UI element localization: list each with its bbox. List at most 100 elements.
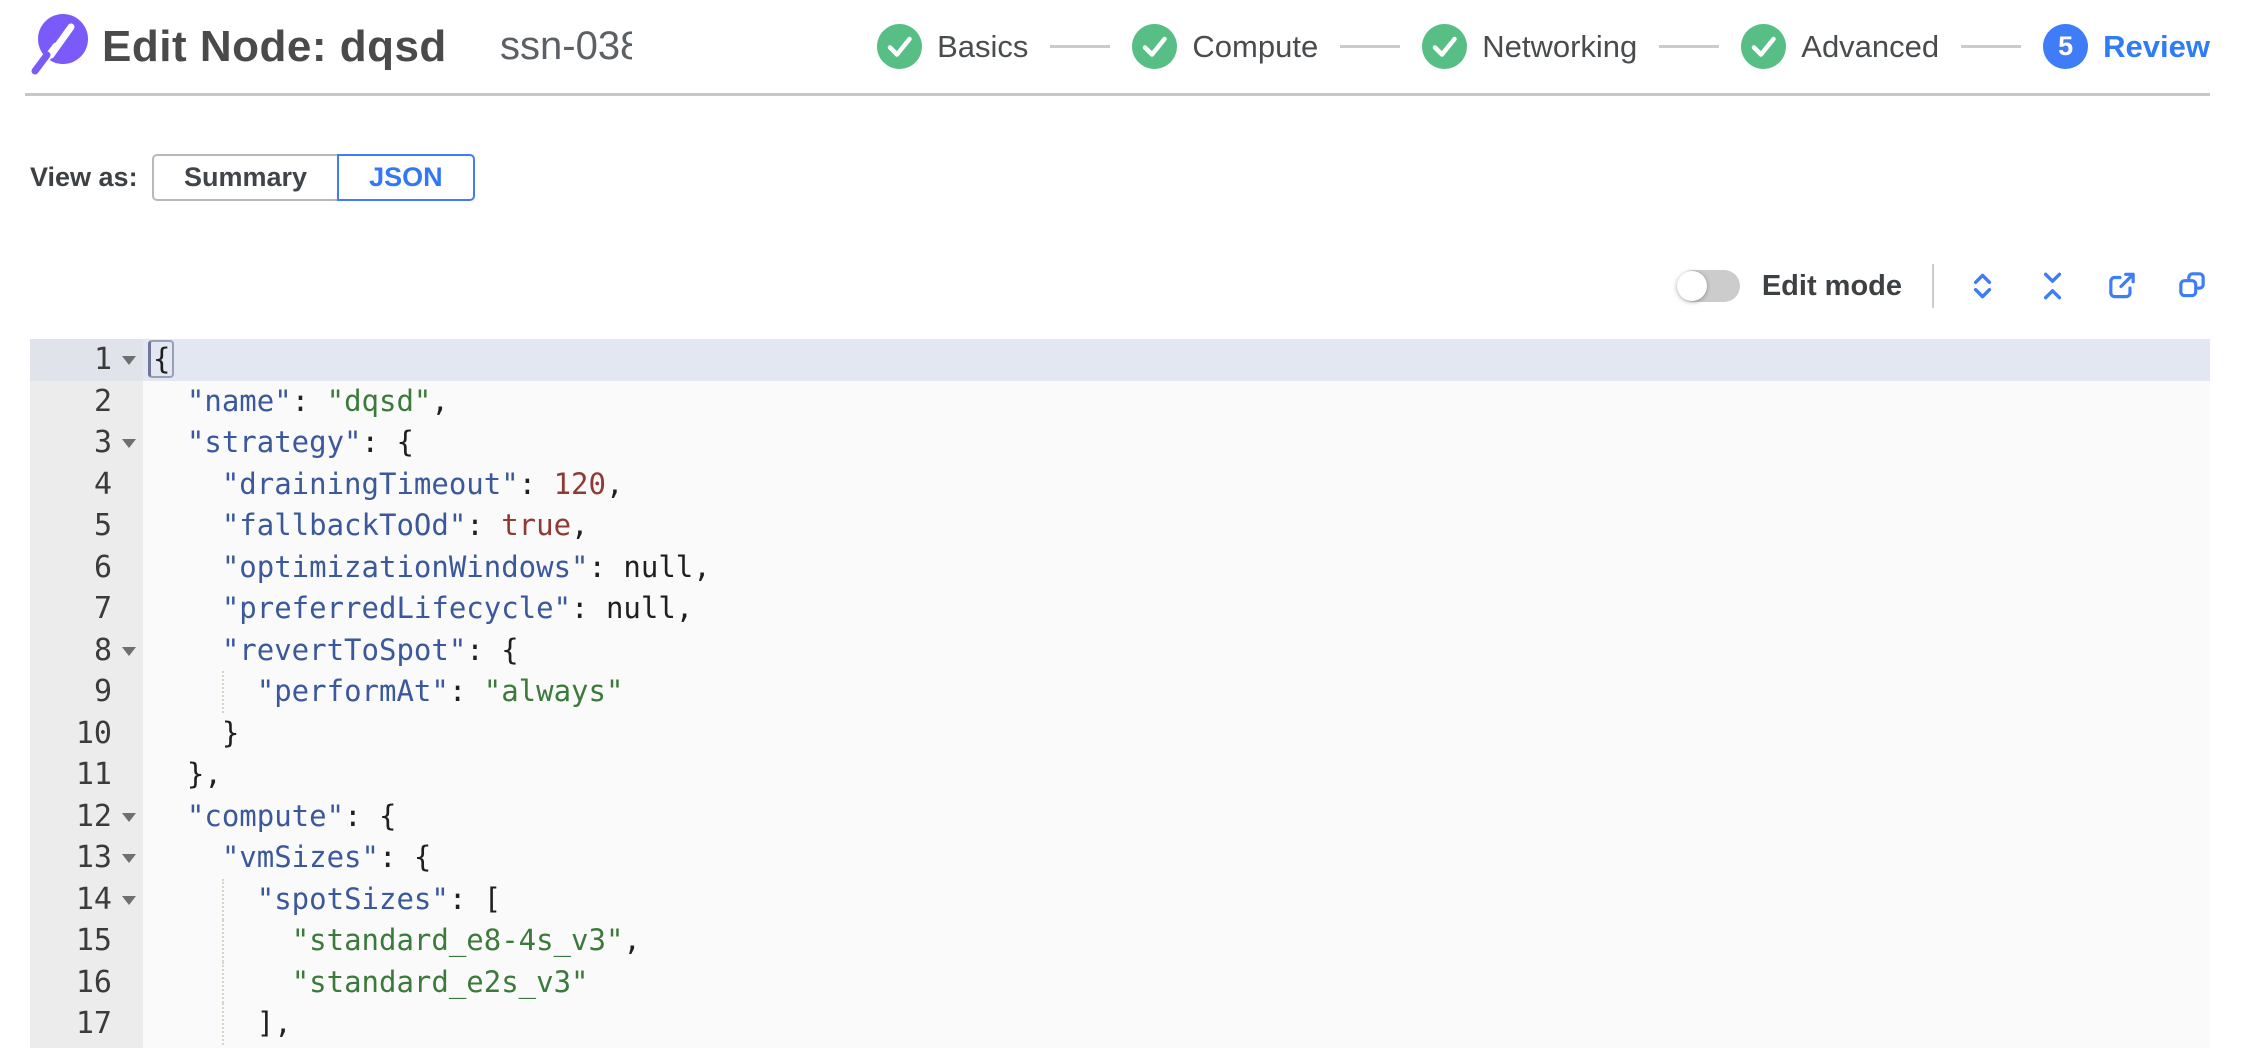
code-token: "performAt" — [256, 674, 449, 708]
edit-mode-label: Edit mode — [1761, 269, 1902, 302]
code-token: : — [588, 549, 624, 584]
code-row: 14 "spotSizes": [ — [30, 878, 2210, 921]
code-line[interactable]: "vmSizes": { — [143, 837, 2210, 879]
edit-mode-toggle[interactable] — [1676, 270, 1740, 302]
code-line[interactable]: "standard_e2s_v3" — [143, 961, 2210, 1003]
code-token: null, — [623, 549, 711, 584]
copy-button[interactable] — [2174, 268, 2210, 304]
code-token: , — [605, 466, 624, 501]
code-token: : — [291, 383, 327, 418]
code-row: 2 "name": "dqsd", — [30, 381, 2210, 423]
code-row: 12 "compute": { — [30, 796, 2210, 838]
indent-guide — [221, 1003, 224, 1045]
code-line[interactable]: "performAt": "always" — [143, 671, 2210, 713]
code-line[interactable]: "preferredLifecycle": null, — [143, 588, 2210, 630]
export-icon — [2109, 272, 2135, 299]
code-row: 11 }, — [30, 754, 2210, 796]
code-token: : [ — [448, 881, 502, 916]
view-as-json-button[interactable]: JSON — [337, 154, 475, 201]
page-title: Edit Node: dqsd — [102, 21, 447, 71]
gutter-line-number: 14 — [30, 879, 143, 921]
code-line[interactable]: "name": "dqsd", — [143, 381, 2210, 423]
code-token: : — [466, 508, 502, 542]
step-label: Networking — [1482, 28, 1638, 64]
code-line[interactable]: { — [143, 339, 2210, 381]
toolbar-actions — [1964, 268, 2210, 304]
step-complete-check-icon — [1741, 24, 1787, 69]
collapse-all-button[interactable] — [2034, 268, 2070, 304]
code-line[interactable]: "standard_e8-4s_v3", — [143, 920, 2210, 962]
step-complete-check-icon — [1422, 24, 1468, 69]
code-line[interactable]: "fallbackToOd": true, — [143, 505, 2210, 547]
fold-toggle-icon[interactable] — [122, 646, 136, 656]
gutter-line-number: 15 — [75, 923, 112, 958]
code-token: "standard_e2s_v3" — [291, 964, 589, 999]
code-line[interactable]: "revertToSpot": { — [143, 630, 2210, 672]
code-token: "fallbackToOd" — [221, 508, 467, 542]
code-line[interactable]: "strategy": { — [143, 422, 2210, 464]
step-complete-check-icon — [1132, 24, 1178, 69]
step-label: Compute — [1192, 28, 1319, 64]
code-token: ], — [256, 1006, 292, 1040]
json-editor: 1{2 "name": "dqsd",3 "strategy": {4 "dra… — [30, 339, 2210, 1048]
code-token: 120 — [553, 466, 606, 501]
code-line[interactable]: "spotSizes": [ — [143, 878, 2210, 920]
fold-toggle-icon[interactable] — [122, 812, 136, 822]
code-token: } — [221, 715, 240, 750]
view-as-label: View as: — [30, 162, 138, 192]
code-row: 7 "preferredLifecycle": null, — [30, 588, 2210, 630]
step-connector — [1659, 45, 1720, 48]
expand-all-button[interactable] — [1964, 268, 2000, 304]
code-line[interactable]: "optimizationWindows": null, — [143, 547, 2210, 589]
text-cursor-bracket: { — [148, 340, 175, 378]
gutter-line-number: 13 — [30, 837, 143, 879]
code-token: "standard_e8-4s_v3" — [291, 923, 624, 957]
gutter-line-number: 9 — [93, 674, 112, 709]
expand-all-icon — [1973, 273, 1992, 299]
step-label: Advanced — [1801, 28, 1940, 64]
code-row: 6 "optimizationWindows": null, — [30, 547, 2210, 589]
code-line[interactable]: "drainingTimeout": 120, — [143, 464, 2210, 506]
wizard-step-compute[interactable]: Compute — [1132, 24, 1318, 69]
code-token: "vmSizes" — [221, 840, 379, 874]
indent-guide — [221, 920, 224, 962]
code-row: 5 "fallbackToOd": true, — [30, 505, 2210, 547]
fold-toggle-icon[interactable] — [122, 895, 136, 905]
wizard-step-advanced[interactable]: Advanced — [1741, 24, 1939, 69]
gutter-line-number: 10 — [75, 715, 112, 751]
code-token: "compute" — [186, 798, 345, 833]
code-row: 1{ — [30, 339, 2210, 381]
code-token: : — [571, 591, 606, 625]
code-token: "revertToSpot" — [221, 632, 467, 667]
code-token: }, — [186, 757, 222, 791]
code-line[interactable]: "compute": { — [143, 796, 2210, 838]
step-complete-check-icon — [877, 24, 923, 69]
gutter-line-number: 7 — [93, 591, 112, 626]
code-line[interactable]: }, — [143, 754, 2210, 796]
export-button[interactable] — [2104, 268, 2140, 304]
code-token: "name" — [186, 383, 292, 418]
code-token: , — [571, 508, 589, 542]
code-line[interactable]: ], — [143, 1003, 2210, 1045]
fold-toggle-icon[interactable] — [122, 854, 136, 863]
code-token: "dqsd" — [326, 383, 432, 418]
code-row: 3 "strategy": { — [30, 422, 2210, 464]
step-connector — [1340, 45, 1401, 48]
code-token: : { — [361, 425, 414, 459]
code-token: , — [623, 923, 641, 957]
code-token: : { — [466, 632, 519, 667]
wizard-step-networking[interactable]: Networking — [1422, 24, 1637, 69]
fold-toggle-icon[interactable] — [122, 439, 136, 448]
code-row: 4 "drainingTimeout": 120, — [30, 464, 2210, 506]
view-as-summary-button[interactable]: Summary — [152, 154, 340, 201]
fold-toggle-icon[interactable] — [122, 356, 136, 365]
code-line[interactable]: } — [143, 713, 2210, 755]
wizard-step-basics[interactable]: Basics — [877, 24, 1028, 69]
code-row: 16 "standard_e2s_v3" — [30, 961, 2210, 1003]
code-row: 10 } — [30, 713, 2210, 755]
gutter-line-number: 3 — [30, 422, 143, 464]
